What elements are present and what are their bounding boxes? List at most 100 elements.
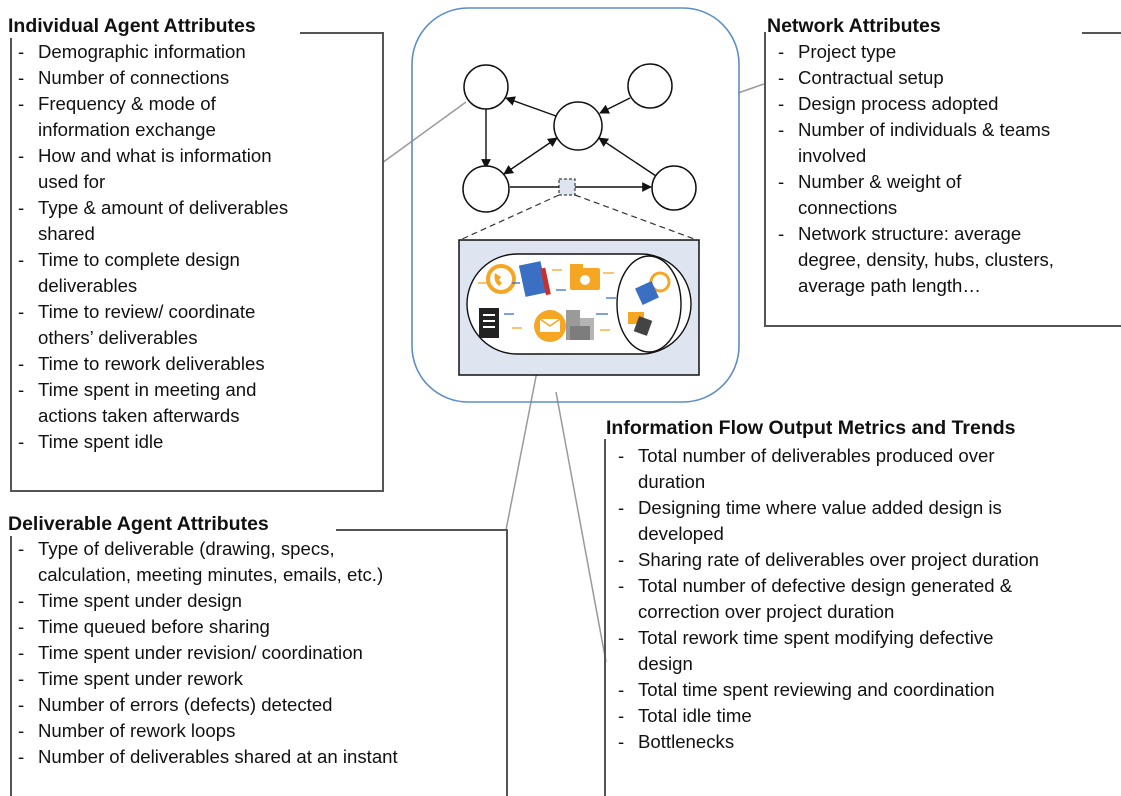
deliverable-attribute-item: Time spent under revision/ coordination bbox=[0, 640, 505, 666]
flow-metric-item: Bottlenecks bbox=[600, 729, 1120, 755]
flow-arrows bbox=[478, 269, 616, 331]
network-attribute-item-line: Number of individuals & teams bbox=[798, 119, 1051, 140]
flow-metric-item: Designing time where value added design … bbox=[600, 495, 1120, 547]
flow-metric-item: Total number of defective design generat… bbox=[600, 573, 1120, 625]
network-frame bbox=[411, 7, 740, 403]
node-bottom-right bbox=[651, 165, 697, 211]
individual-attribute-item-line: Time spent in meeting and bbox=[38, 379, 257, 400]
flow-metric-item: Total number of deliverables produced ov… bbox=[600, 443, 1120, 495]
deliverable-attribute-item: Time spent under design bbox=[0, 588, 505, 614]
deliverable-attribute-item-line: Time spent under rework bbox=[38, 668, 243, 689]
network-attribute-list: Project typeContractual setupDesign proc… bbox=[760, 39, 1118, 299]
network-attribute-item-line: Network structure: average bbox=[798, 223, 1022, 244]
network-attribute-item-line: connections bbox=[798, 197, 898, 218]
flow-metric-item-line: Total number of defective design generat… bbox=[638, 575, 1013, 596]
network-attribute-item-line: Number & weight of bbox=[798, 171, 962, 192]
edge-bottom-right-to-center bbox=[598, 137, 657, 177]
individual-panel-top-border bbox=[300, 32, 384, 34]
network-attribute-item: Contractual setup bbox=[760, 65, 1118, 91]
edge-center-bottom-left bbox=[503, 137, 558, 175]
deliverable-attribute-item-line: Time spent under design bbox=[38, 590, 242, 611]
individual-attribute-item: Time to complete design deliverables bbox=[0, 247, 380, 299]
flow-metric-item-line: Designing time where value added design … bbox=[638, 497, 1002, 518]
network-attribute-item: Number & weight of connections bbox=[760, 169, 1118, 221]
connector-individual bbox=[381, 101, 467, 164]
flow-metric-item: Total time spent reviewing and coordinat… bbox=[600, 677, 1120, 703]
node-top-right bbox=[627, 63, 673, 109]
zoom-line-left bbox=[459, 194, 560, 241]
individual-attribute-item-line: Time to complete design bbox=[38, 249, 240, 270]
individual-attribute-item: Number of connections bbox=[0, 65, 380, 91]
individual-attribute-item-line: actions taken afterwards bbox=[38, 405, 240, 426]
node-top-left bbox=[463, 64, 509, 110]
individual-attribute-item-line: used for bbox=[38, 171, 106, 192]
deliverable-attribute-item: Number of deliverables shared at an inst… bbox=[0, 744, 505, 770]
edge-top-right-to-center bbox=[599, 97, 631, 114]
flow-metric-item-line: Bottlenecks bbox=[638, 731, 735, 752]
flow-metric-item-line: Total rework time spent modifying defect… bbox=[638, 627, 994, 648]
document-icon bbox=[479, 308, 499, 338]
flow-metric-item-line: developed bbox=[638, 523, 724, 544]
deliverable-marker bbox=[558, 178, 576, 196]
individual-attribute-item: Time spent idle bbox=[0, 429, 380, 455]
network-attribute-item-line: Contractual setup bbox=[798, 67, 944, 88]
individual-attribute-item: Time spent in meeting and actions taken a… bbox=[0, 377, 380, 429]
deliverable-attribute-item: Number of errors (defects) detected bbox=[0, 692, 505, 718]
connector-deliverable bbox=[505, 355, 541, 531]
information-flow-panel: Information Flow Output Metrics and Tren… bbox=[600, 413, 1121, 796]
individual-attribute-item-line: Frequency & mode of bbox=[38, 93, 216, 114]
individual-attribute-item-line: shared bbox=[38, 223, 95, 244]
network-attribute-item: Design process adopted bbox=[760, 91, 1118, 117]
deliverable-attribute-item-line: Number of rework loops bbox=[38, 720, 236, 741]
node-center bbox=[553, 101, 603, 151]
individual-panel-bottom-border bbox=[10, 490, 384, 492]
deliverable-attribute-item: Time spent under rework bbox=[0, 666, 505, 692]
network-panel-title: Network Attributes bbox=[767, 14, 947, 38]
book-icon bbox=[518, 261, 551, 297]
network-panel-top-border bbox=[1082, 32, 1121, 34]
deliverable-pill-right-end bbox=[616, 255, 682, 353]
deliverable-panel-top-border bbox=[336, 529, 508, 531]
individual-attribute-item-line: Demographic information bbox=[38, 41, 246, 62]
individual-panel-title: Individual Agent Attributes bbox=[8, 14, 262, 38]
phone-book-icon bbox=[635, 271, 671, 305]
flow-metric-item-line: design bbox=[638, 653, 693, 674]
phone-icon bbox=[486, 264, 516, 294]
network-attribute-item: Project type bbox=[760, 39, 1118, 65]
deliverable-attribute-item: Type of deliverable (drawing, specs,calc… bbox=[0, 536, 505, 588]
buildings-icon bbox=[566, 310, 594, 340]
individual-panel-right-border bbox=[382, 32, 384, 491]
deliverable-attribute-list: Type of deliverable (drawing, specs,calc… bbox=[0, 536, 505, 770]
individual-attribute-item: Time to rework deliverables bbox=[0, 351, 380, 377]
individual-attribute-item: Type & amount of deliverables shared bbox=[0, 195, 380, 247]
network-attribute-item-line: Project type bbox=[798, 41, 897, 62]
individual-attribute-item-line: deliverables bbox=[38, 275, 138, 296]
folder-icon bbox=[570, 264, 600, 290]
individual-attribute-item-line: Number of connections bbox=[38, 67, 230, 88]
deliverable-attribute-item-line: Time spent under revision/ coordination bbox=[38, 642, 363, 663]
individual-attribute-item-line: others’ deliverables bbox=[38, 327, 198, 348]
flow-metric-item: Total rework time spent modifying defect… bbox=[600, 625, 1120, 677]
individual-attribute-list: Demographic informationNumber of connect… bbox=[0, 39, 380, 455]
flow-metric-list: Total number of deliverables produced ov… bbox=[600, 443, 1120, 755]
flow-metric-item: Total idle time bbox=[600, 703, 1120, 729]
flow-metric-item-line: Sharing rate of deliverables over projec… bbox=[638, 549, 1040, 570]
deliverable-attribute-item: Time queued before sharing bbox=[0, 614, 505, 640]
flow-panel-title: Information Flow Output Metrics and Tren… bbox=[606, 416, 1022, 440]
network-attribute-item-line: Design process adopted bbox=[798, 93, 999, 114]
network-attribute-item-line: average path length… bbox=[798, 275, 981, 296]
individual-attribute-item-line: Type & amount of deliverables bbox=[38, 197, 289, 218]
flow-metric-item-line: correction over project duration bbox=[638, 601, 895, 622]
network-attribute-item-line: degree, density, hubs, clusters, bbox=[798, 249, 1054, 270]
folder-pen-icon bbox=[628, 312, 653, 336]
flow-metric-item: Sharing rate of deliverables over projec… bbox=[600, 547, 1120, 573]
deliverable-attribute-item: Number of rework loops bbox=[0, 718, 505, 744]
deliverable-attribute-item-line: Number of deliverables shared at an inst… bbox=[38, 746, 398, 767]
network-attribute-item: Network structure: average degree, densit… bbox=[760, 221, 1118, 299]
individual-attribute-item-line: Time to rework deliverables bbox=[38, 353, 265, 374]
flow-metric-item-line: Total number of deliverables produced ov… bbox=[638, 445, 995, 466]
